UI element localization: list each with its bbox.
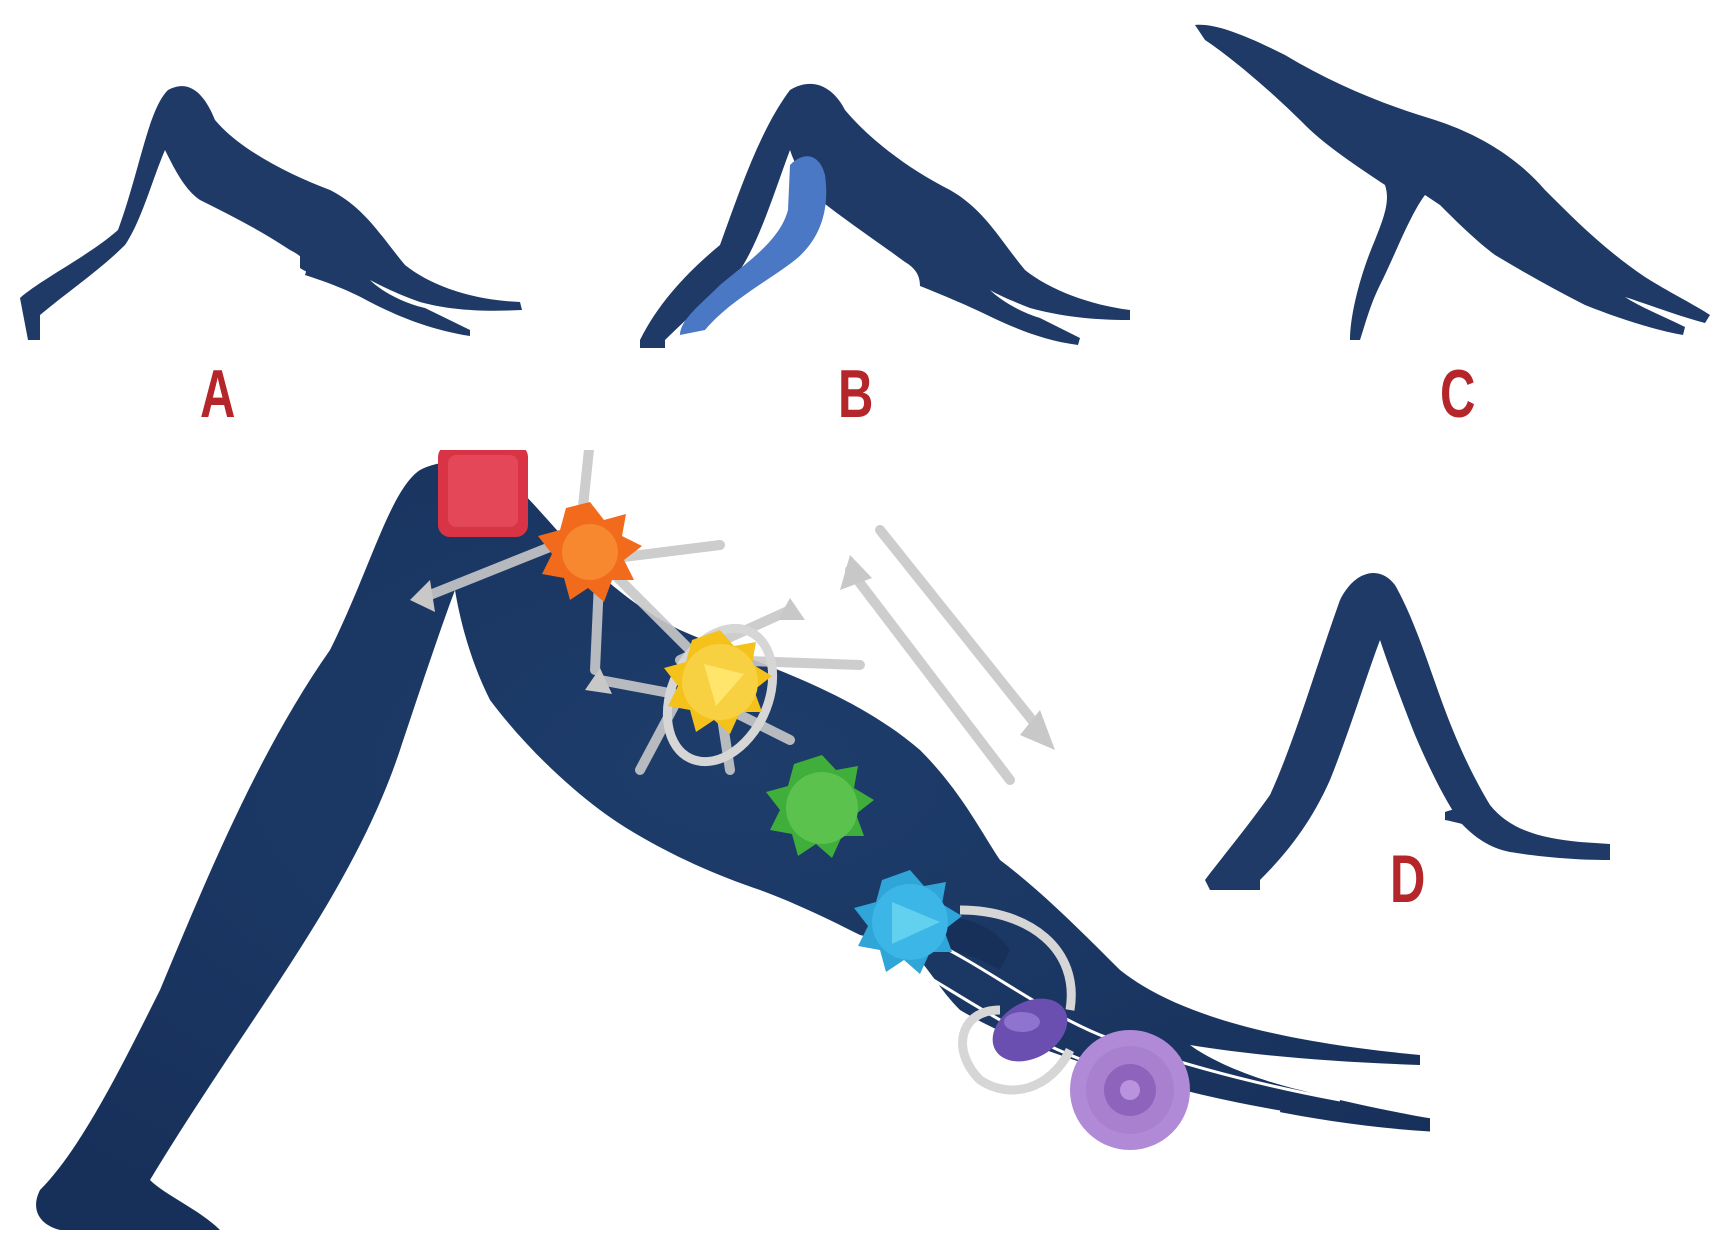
main-figure-panel — [0, 450, 1430, 1240]
downward-dog-figure-b — [620, 70, 1140, 370]
downward-dog-main-figure — [0, 450, 1430, 1240]
pose-label-b: B — [838, 360, 873, 428]
pose-panel-b — [620, 70, 1140, 370]
pose-panel-c — [1185, 15, 1715, 360]
downward-dog-figure-c — [1185, 15, 1715, 360]
pose-label-a: A — [200, 360, 235, 428]
main-body-silhouette — [36, 462, 1430, 1230]
pose-panel-a — [0, 40, 560, 350]
pose-label-c: C — [1440, 360, 1475, 428]
red-square-chakra-icon — [438, 450, 528, 537]
lilac-lotus-chakra-icon — [1070, 1030, 1190, 1150]
downward-dog-figure-a — [0, 40, 560, 350]
